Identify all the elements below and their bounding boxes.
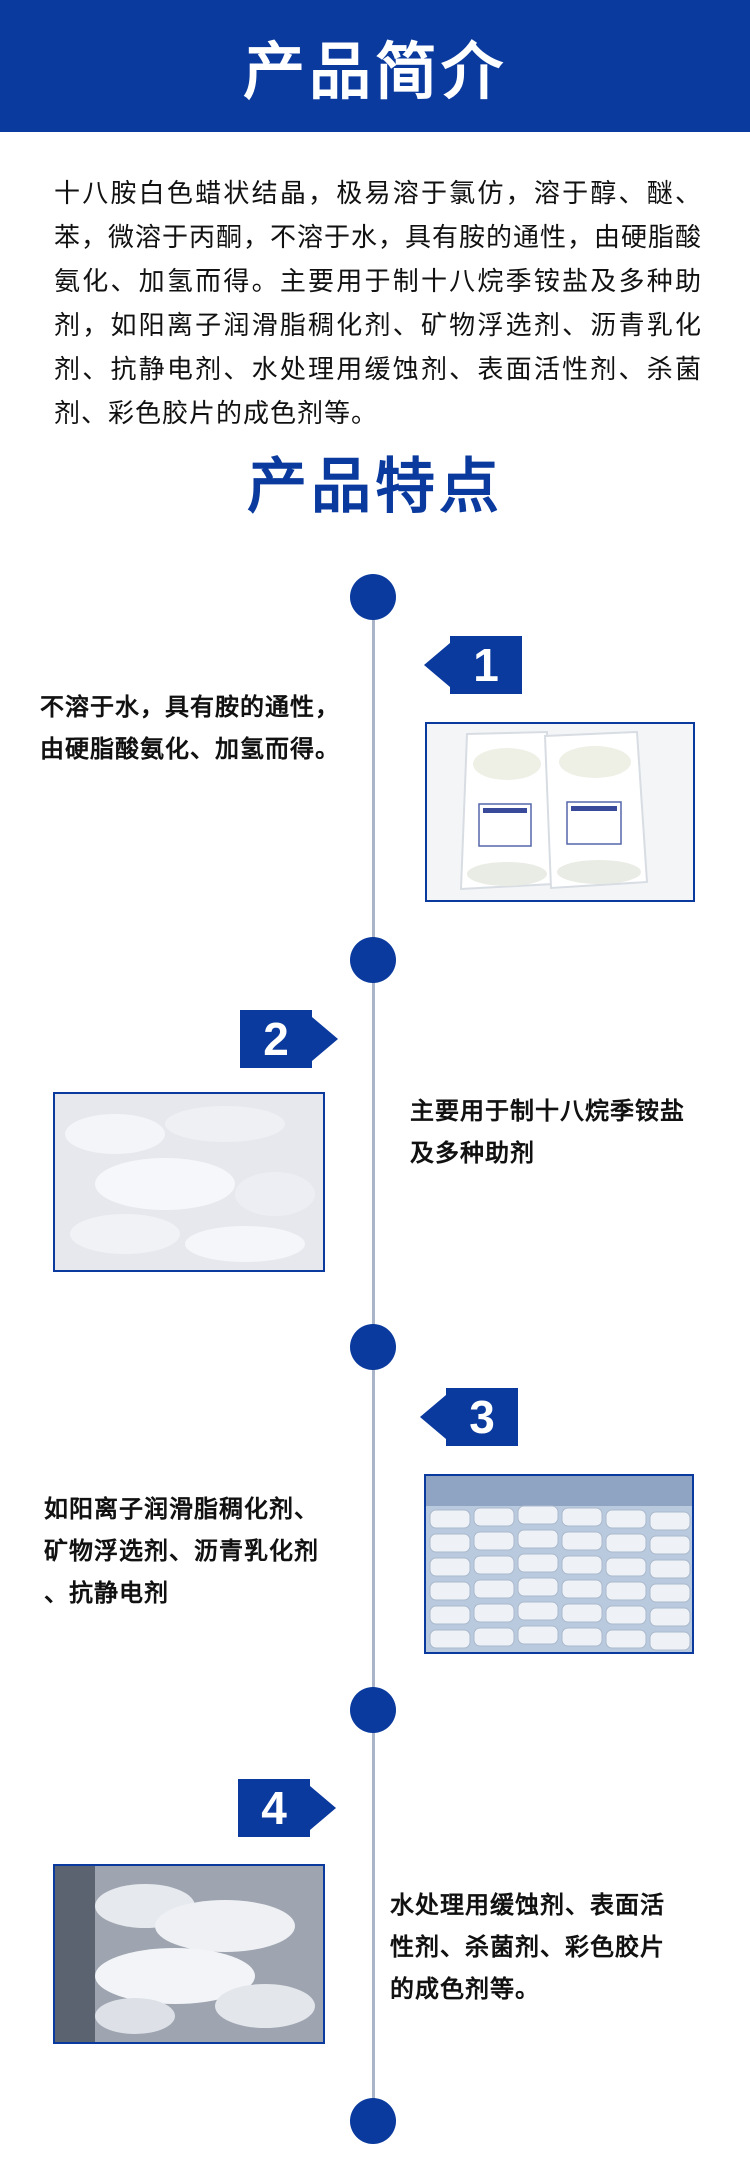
timeline-dot [350,574,396,620]
feature-text-3: 如阳离子润滑脂稠化剂、 矿物浮选剂、沥青乳化剂 、抗静电剂 [44,1488,374,1614]
feature-number-1: 1 [450,636,522,694]
timeline-dot [350,2098,396,2144]
feature-text-line: 、抗静电剂 [44,1579,169,1607]
tag-arrow-left-icon [420,1395,446,1439]
features-title: 产品特点 [247,452,503,522]
feature-text-4: 水处理用缓蚀剂、表面活 性剂、杀菌剂、彩色胶片 的成色剂等。 [390,1884,720,2010]
feature-text-line: 主要用于制十八烷季铵盐 [410,1097,685,1125]
intro-paragraph: 十八胺白色蜡状结晶，极易溶于氯仿，溶于醇、醚、苯，微溶于丙酮，不溶于水，具有胺的… [54,179,703,429]
timeline-dot [350,1687,396,1733]
feature-number-3: 3 [446,1388,518,1446]
feature-text-line: 及多种助剂 [410,1139,535,1167]
crystal-flakes-photo [53,1092,325,1272]
flakes-in-bag-photo [53,1864,325,2044]
feature-text-1: 不溶于水，具有胺的通性， 由硬脂酸氨化、加氢而得。 [40,686,370,770]
timeline-dot [350,1324,396,1370]
feature-number-4: 4 [238,1779,310,1837]
feature-text-line: 如阳离子润滑脂稠化剂、 [44,1495,319,1523]
header-band: 产品简介 [0,0,750,132]
tag-arrow-right-icon [312,1017,338,1061]
timeline-dot [350,937,396,983]
tag-arrow-left-icon [424,643,450,687]
feature-text-line: 水处理用缓蚀剂、表面活 [390,1891,665,1919]
page-title: 产品简介 [242,35,507,108]
feature-text-line: 矿物浮选剂、沥青乳化剂 [44,1537,319,1565]
feature-text-2: 主要用于制十八烷季铵盐 及多种助剂 [410,1090,740,1174]
feature-text-line: 不溶于水，具有胺的通性， [40,693,340,721]
feature-text-line: 性剂、杀菌剂、彩色胶片 [390,1933,665,1961]
feature-text-line: 由硬脂酸氨化、加氢而得。 [40,735,340,763]
tag-arrow-right-icon [310,1786,336,1830]
feature-text-line: 的成色剂等。 [390,1975,540,2003]
product-bags-photo [425,722,695,902]
stacked-sacks-photo [424,1474,694,1654]
feature-number-2: 2 [240,1010,312,1068]
